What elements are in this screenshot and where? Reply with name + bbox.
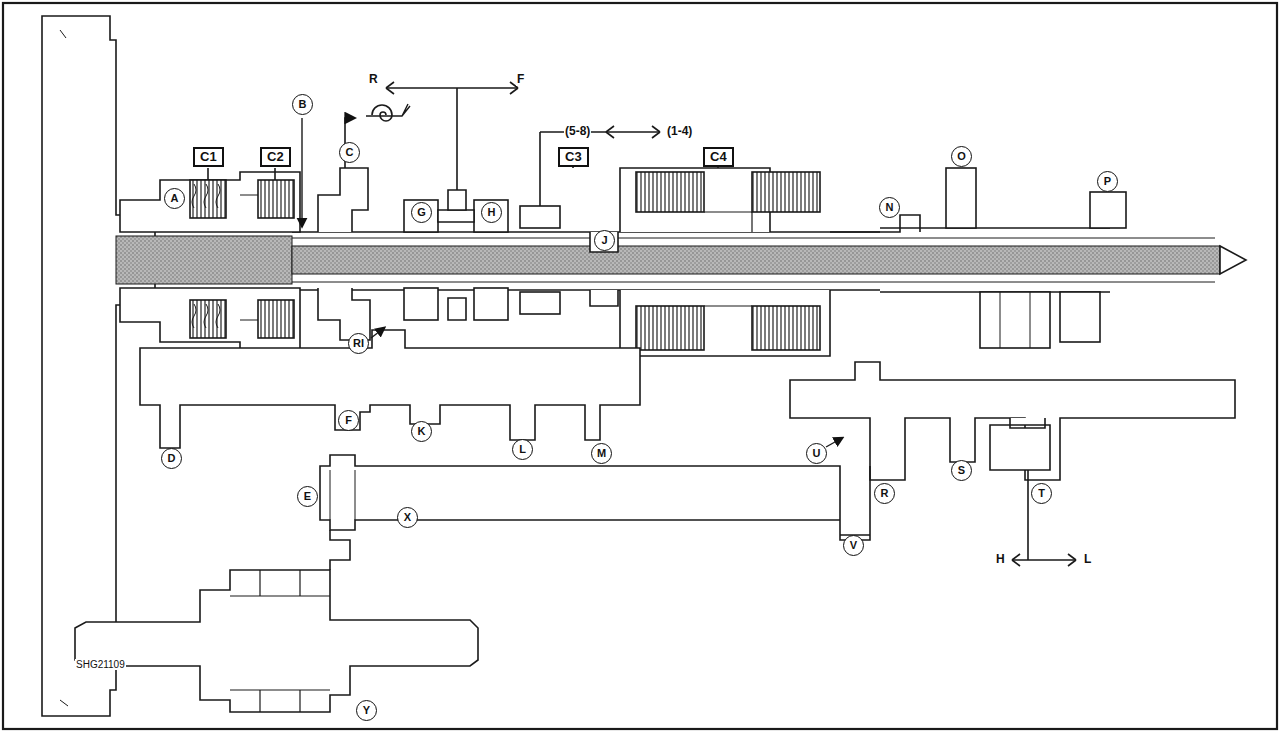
callout-circle: R <box>874 483 895 504</box>
shift-label: (1-4) <box>666 125 693 138</box>
callout-circle: N <box>879 197 900 218</box>
callout-letter: N <box>886 201 894 213</box>
callout-letter: V <box>850 539 857 551</box>
callout-letter: C3 <box>565 150 582 164</box>
shift-label: F <box>516 73 525 86</box>
callout-letter: B <box>299 98 307 110</box>
callout-circle: D <box>161 448 182 469</box>
clutch-label-box: C2 <box>260 147 291 167</box>
callout-circle: J <box>594 230 615 251</box>
callout-letter: H <box>488 206 496 218</box>
callout-letter: M <box>597 447 606 459</box>
callout-letter: O <box>957 150 966 162</box>
callout-circle: P <box>1097 171 1118 192</box>
callout-letter: T <box>1038 487 1045 499</box>
callout-circle: V <box>843 535 864 556</box>
callout-circle: B <box>292 94 313 115</box>
callout-circle: K <box>411 421 432 442</box>
callout-letter: X <box>404 511 411 523</box>
callout-circle: RI <box>348 333 369 354</box>
callout-letter: C <box>346 146 354 158</box>
callout-circle: M <box>591 443 612 464</box>
callout-letter: J <box>601 234 607 246</box>
callout-letter: S <box>958 464 965 476</box>
callout-letter: U <box>813 447 821 459</box>
callout-letter: R <box>881 487 889 499</box>
callout-letter: C4 <box>710 150 727 164</box>
callout-circle: Y <box>356 700 377 721</box>
callout-circle: A <box>164 188 185 209</box>
callout-letter: D <box>168 452 176 464</box>
clutch-label-box: C1 <box>193 147 224 167</box>
callout-letter: F <box>345 414 352 426</box>
callout-letter: E <box>304 490 311 502</box>
callout-letter: A <box>171 192 179 204</box>
shift-label: H <box>995 553 1006 566</box>
callout-circle: L <box>512 439 533 460</box>
callout-circle: E <box>297 486 318 507</box>
clutch-label-box: C4 <box>703 147 734 167</box>
callout-letter: RI <box>353 337 364 349</box>
callout-circle: S <box>951 460 972 481</box>
clutch-label-box: C3 <box>558 147 589 167</box>
callout-letter: L <box>519 443 526 455</box>
callout-circle: C <box>339 142 360 163</box>
callout-letter: C2 <box>267 150 284 164</box>
callout-circle: T <box>1031 483 1052 504</box>
callout-circle: O <box>951 146 972 167</box>
callout-letter: K <box>418 425 426 437</box>
callout-letter: G <box>417 206 426 218</box>
shift-label: R <box>368 73 379 86</box>
callout-circle: H <box>481 202 502 223</box>
shift-label: (5-8) <box>564 125 591 138</box>
figure-code: SHG21109 <box>75 659 126 670</box>
callout-circle: G <box>411 202 432 223</box>
callout-letter: P <box>1104 175 1111 187</box>
callout-circle: X <box>397 507 418 528</box>
callout-letter: C1 <box>200 150 217 164</box>
callout-letter: Y <box>363 704 370 716</box>
callout-circle: U <box>806 443 827 464</box>
callout-circle: F <box>338 410 359 431</box>
shift-label: L <box>1083 553 1092 566</box>
